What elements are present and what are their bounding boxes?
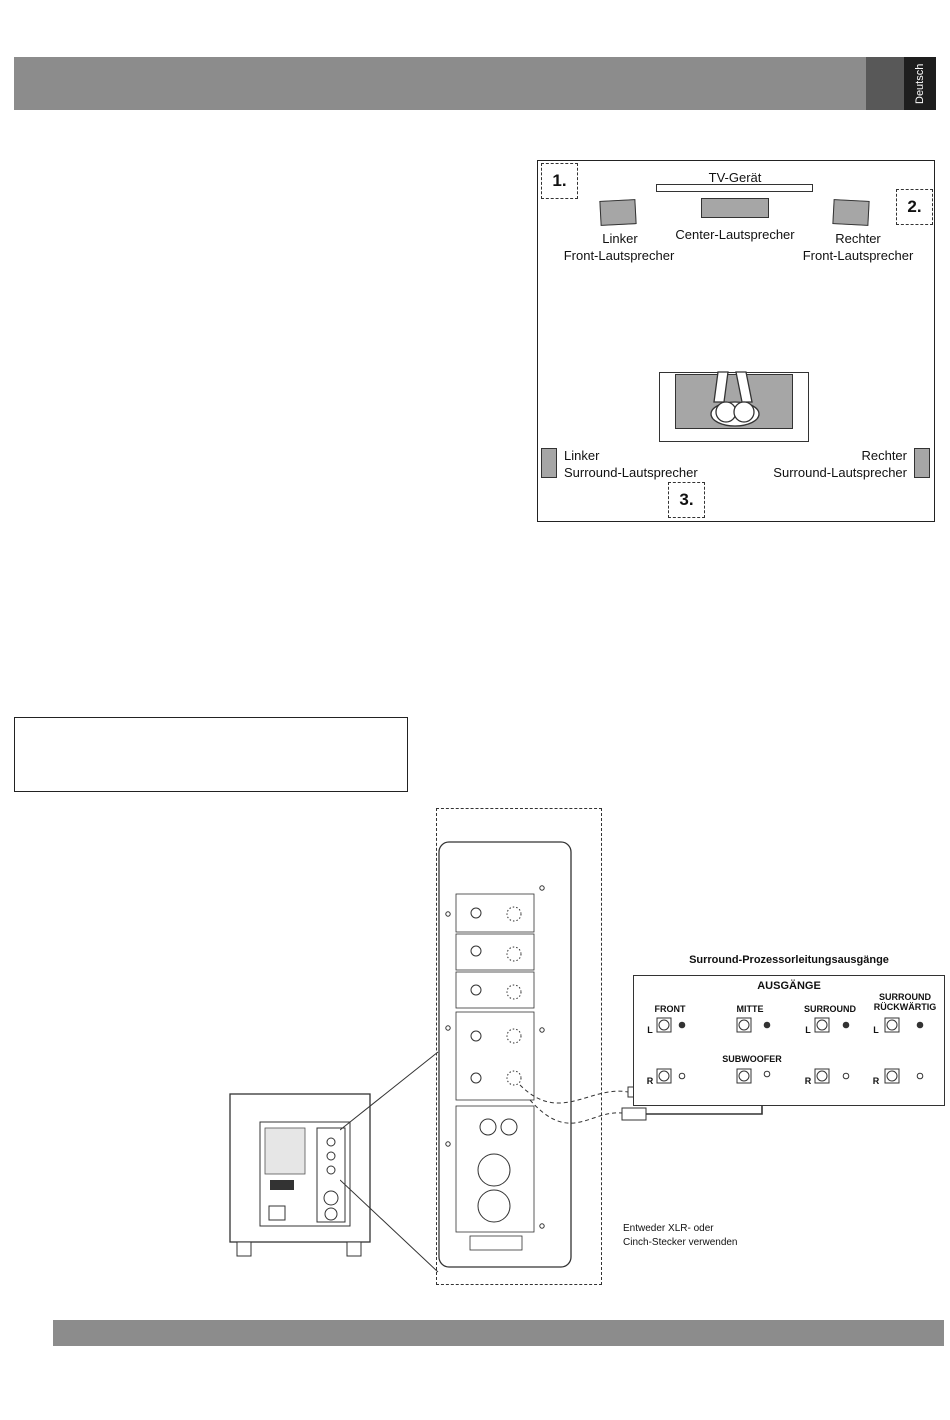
header-tab [866, 57, 904, 110]
front-left-label-1: Linker [602, 231, 638, 246]
language-tab[interactable]: Deutsch [904, 57, 936, 110]
cable-note-line-2: Cinch-Stecker verwenden [623, 1237, 738, 1248]
surround-l-channel-label: L [805, 1025, 811, 1035]
tv-screen [656, 184, 813, 192]
center-speaker-label: Center-Lautsprecher [675, 227, 795, 242]
processor-outputs-panel [633, 975, 945, 1106]
front-left-label-2: Front-Lautsprecher [563, 248, 675, 263]
surround-right-label-2: Surround-Lautsprecher [773, 465, 907, 480]
outputs-title: AUSGÄNGE [757, 980, 821, 992]
center-speaker [701, 198, 769, 218]
amplifier-panel [438, 841, 572, 1268]
subwoofer-label: SUBWOOFER [722, 1054, 782, 1064]
surround-left-speaker [541, 448, 557, 478]
surround-rear-column-label-2: RÜCKWÄRTIG [873, 1002, 937, 1012]
front-l-channel-label: L [647, 1025, 653, 1035]
output-jacks [656, 1017, 924, 1084]
front-right-label-2: Front-Lautsprecher [802, 248, 914, 263]
front-right-label-1: Rechter [835, 231, 881, 246]
step-1-marker: 1. [541, 163, 578, 199]
center-column-label: MITTE [736, 1004, 764, 1014]
note-box [14, 717, 408, 792]
zoom-lines [340, 1051, 439, 1273]
footer-bar [53, 1320, 944, 1346]
front-column-label: FRONT [654, 1004, 686, 1014]
header-bar [14, 57, 866, 110]
tv-label: TV-Gerät [708, 170, 762, 185]
surround-left-label-1: Linker [564, 448, 600, 463]
subwoofer-illustration [229, 1093, 371, 1257]
cable-note-line-1: Entweder XLR- oder [623, 1223, 714, 1234]
panel-zoom-frame [436, 808, 602, 1285]
surround-r-channel-label: R [804, 1076, 812, 1086]
surround-rear-column-label-1: SURROUND [878, 992, 931, 1002]
step-2-marker: 2. [896, 189, 933, 225]
surround-rear-r-channel-label: R [872, 1076, 880, 1086]
step-3-marker: 3. [668, 482, 705, 518]
front-r-channel-label: R [646, 1076, 654, 1086]
surround-column-label: SURROUND [803, 1004, 856, 1014]
listener-icon [710, 371, 760, 427]
front-left-speaker [599, 199, 637, 226]
surround-left-label-2: Surround-Lautsprecher [564, 465, 698, 480]
room-layout-diagram [537, 160, 935, 522]
surround-rear-l-channel-label: L [873, 1025, 879, 1035]
surround-right-label-1: Rechter [861, 448, 907, 463]
processor-title: Surround-Prozessorleitungsausgänge [689, 954, 889, 966]
surround-right-speaker [914, 448, 930, 478]
front-right-speaker [832, 199, 870, 226]
